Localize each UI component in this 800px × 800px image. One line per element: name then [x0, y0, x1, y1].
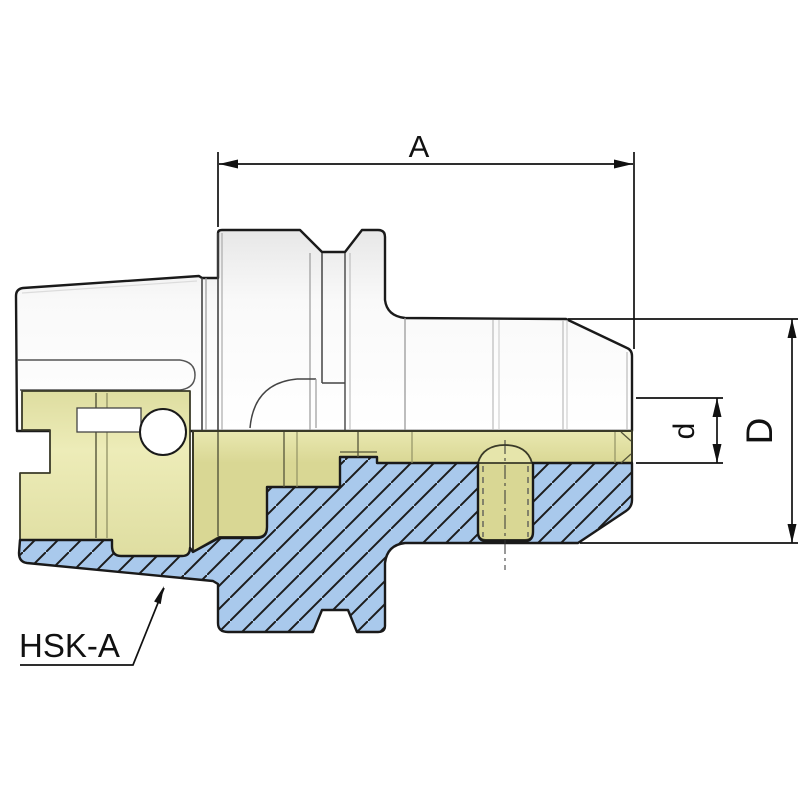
arrow-D-up [787, 319, 797, 338]
arrow-A-left [219, 159, 238, 169]
section-hatching [17, 455, 634, 634]
radial-hole [482, 440, 529, 570]
holder-external-view [14, 228, 634, 433]
taper-relief-band [17, 359, 196, 391]
arrow-D-down [787, 524, 797, 543]
label-dim-D: D [739, 418, 780, 445]
drive-slot-window [76, 407, 142, 433]
flange-groove-interior [249, 253, 345, 429]
leader-line [20, 587, 165, 666]
arrow-d-down [712, 444, 722, 463]
label-shank-type: HSK-A [19, 627, 120, 664]
leader-arrow [154, 586, 164, 605]
label-dim-A: A [409, 129, 430, 164]
edge-lines [21, 233, 628, 430]
arrow-A-right [614, 159, 633, 169]
label-dim-d: d [668, 423, 701, 440]
dimension-D [568, 318, 798, 544]
holder-silhouette [14, 228, 634, 433]
grip-hole [139, 408, 187, 456]
arrow-d-up [712, 398, 722, 417]
dimension-A [217, 152, 635, 349]
section-region [17, 455, 634, 634]
